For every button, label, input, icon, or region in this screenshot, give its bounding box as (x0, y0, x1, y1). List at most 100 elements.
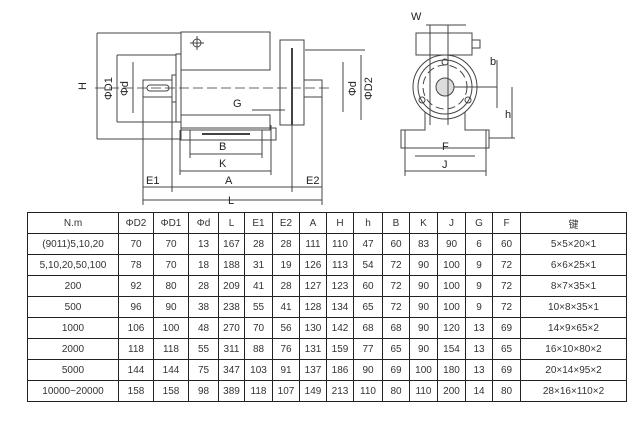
terminal-box (180, 31, 271, 71)
table-cell: 128 (299, 296, 327, 318)
table-cell: 200 (437, 380, 466, 402)
column-header: H (326, 212, 354, 234)
table-cell: 13 (188, 233, 219, 255)
table-cell: 100 (409, 359, 438, 381)
table-cell: 70 (153, 233, 189, 255)
table-cell: 158 (153, 380, 189, 402)
table-cell: 110 (326, 233, 354, 255)
table-cell: 72 (382, 254, 410, 276)
dim-label-G: G (233, 98, 242, 110)
dim-label-L: L (228, 195, 234, 207)
dim-label-E1: E1 (146, 175, 159, 187)
table-cell: 54 (353, 254, 383, 276)
table-cell: 389 (218, 380, 245, 402)
dim-label-B: B (219, 141, 226, 153)
side-view: H ΦD1 Φd G B K A E1 E2 L Φd ΦD2 (77, 31, 375, 207)
table-cell: 110 (409, 380, 438, 402)
table-cell: 80 (492, 380, 521, 402)
table-cell: 72 (492, 296, 521, 318)
table-cell: 270 (218, 317, 245, 339)
column-header: 键 (520, 212, 627, 234)
table-cell: 188 (218, 254, 245, 276)
dim-label-H: H (77, 82, 89, 90)
column-header: A (299, 212, 327, 234)
table-cell: 83 (409, 233, 438, 255)
column-header: E2 (272, 212, 300, 234)
shaft-section (435, 77, 455, 97)
table-cell: 500 (27, 296, 119, 318)
table-cell: 18 (188, 254, 219, 276)
table-cell: 159 (326, 338, 354, 360)
column-header: B (382, 212, 410, 234)
table-cell: 100 (437, 275, 466, 297)
column-header: ΦD2 (118, 212, 154, 234)
table-cell: 90 (409, 338, 438, 360)
table-cell: (9011)5,10,20 (27, 233, 119, 255)
table-cell: 65 (382, 338, 410, 360)
table-cell: 76 (272, 338, 300, 360)
table-cell: 28 (188, 275, 219, 297)
column-header: K (409, 212, 438, 234)
table-cell: 8×7×35×1 (520, 275, 627, 297)
table-cell: 100 (153, 317, 189, 339)
table-cell: 77 (353, 338, 383, 360)
table-cell: 103 (244, 359, 273, 381)
table-cell: 20×14×95×2 (520, 359, 627, 381)
table-cell: 213 (326, 380, 354, 402)
table-cell: 186 (326, 359, 354, 381)
table-cell: 72 (492, 254, 521, 276)
table-cell: 68 (353, 317, 383, 339)
table-cell: 14×9×65×2 (520, 317, 627, 339)
dim-label-F: F (442, 141, 449, 153)
table-cell: 100 (437, 254, 466, 276)
table-cell: 90 (409, 317, 438, 339)
table-cell: 5,10,20,50,100 (27, 254, 119, 276)
dim-label-A: A (225, 175, 233, 187)
table-cell: 96 (118, 296, 154, 318)
table-cell: 60 (353, 275, 383, 297)
dim-label-h: h (505, 109, 511, 121)
dim-label-J: J (442, 159, 448, 171)
table-cell: 72 (382, 275, 410, 297)
dim-label-K: K (219, 158, 227, 170)
table-cell: 13 (465, 359, 493, 381)
table-cell: 65 (353, 296, 383, 318)
table-cell: 28 (244, 233, 273, 255)
table-cell: 92 (118, 275, 154, 297)
table-cell: 41 (244, 275, 273, 297)
table-cell: 90 (409, 296, 438, 318)
table-cell: 68 (382, 317, 410, 339)
table-cell: 9 (465, 296, 493, 318)
table-cell: 209 (218, 275, 245, 297)
table-cell: 48 (188, 317, 219, 339)
table-cell: 90 (353, 359, 383, 381)
table-cell: 137 (299, 359, 327, 381)
table-cell: 91 (272, 359, 300, 381)
table-cell: 69 (492, 317, 521, 339)
column-header: N.m (27, 212, 119, 234)
table-cell: 90 (437, 233, 466, 255)
dim-label-d-right: Φd (347, 81, 359, 96)
dim-label-E2: E2 (306, 175, 319, 187)
table-cell: 106 (118, 317, 154, 339)
table-cell: 107 (272, 380, 300, 402)
table-cell: 16×10×80×2 (520, 338, 627, 360)
table-cell: 19 (272, 254, 300, 276)
table-cell: 98 (188, 380, 219, 402)
table-cell: 28 (272, 275, 300, 297)
table-cell: 131 (299, 338, 327, 360)
table-cell: 10×8×35×1 (520, 296, 627, 318)
table-cell: 47 (353, 233, 383, 255)
table-cell: 70 (118, 233, 154, 255)
table-cell: 9 (465, 275, 493, 297)
technical-drawing: H ΦD1 Φd G B K A E1 E2 L Φd ΦD2 W b h F … (77, 11, 515, 207)
table-cell: 60 (492, 233, 521, 255)
